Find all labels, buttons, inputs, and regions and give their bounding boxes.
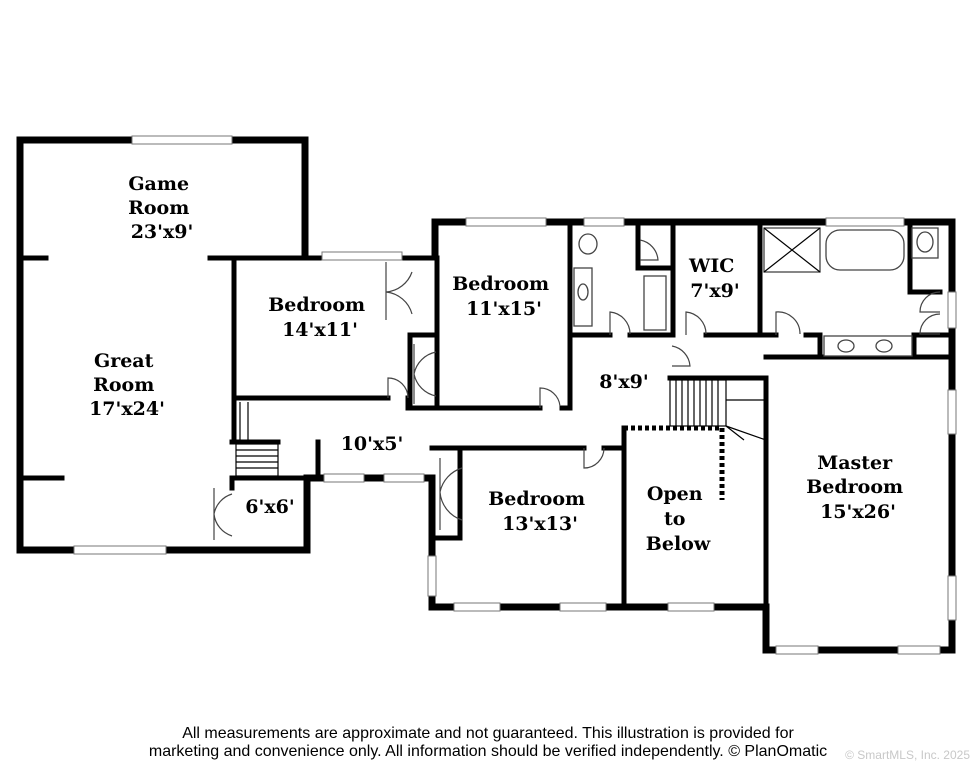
watermark: © SmartMLS, Inc. 2025 (845, 748, 970, 762)
windows (73, 135, 957, 655)
open-to-below-rail (624, 425, 725, 500)
closet-6x6-label: 6'x6' (245, 496, 294, 518)
master-bedroom-label: Master Bedroom 15'x26' (806, 452, 910, 523)
game-room-label: Game Room 23'x9' (128, 173, 196, 243)
staircase (235, 379, 767, 477)
hall-8x9-label: 8'x9' (599, 371, 648, 393)
doors (213, 239, 941, 540)
bedroom-11x15-label: Bedroom 11'x15' (452, 273, 556, 320)
bedroom-13x13-label: Bedroom 13'x13' (488, 488, 592, 535)
hall-10x5-label: 10'x5' (341, 433, 404, 455)
wic-label: WIC 7'x9' (688, 255, 741, 302)
great-room-label: Great Room 17'x24' (89, 350, 165, 420)
floor-plan: Game Room 23'x9' Great Room 17'x24' Bedr… (16, 135, 957, 655)
disclaimer-line-2: marketing and convenience only. All info… (148, 743, 828, 760)
bath-fixtures (573, 227, 939, 357)
interior-walls (17, 219, 955, 610)
bedroom-14x11-label: Bedroom 14'x11' (268, 294, 372, 341)
open-to-below-label: Open to Below (646, 483, 711, 555)
disclaimer-line-1: All measurements are approximate and not… (182, 725, 794, 742)
